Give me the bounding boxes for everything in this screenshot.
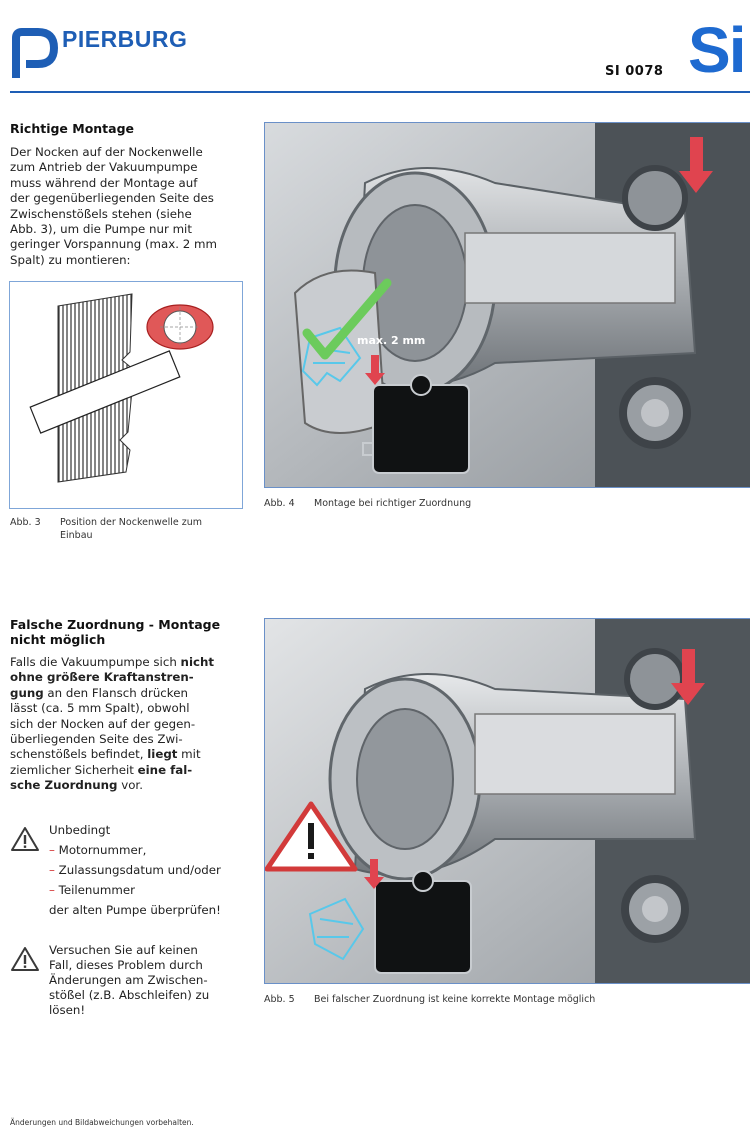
figure-5-photo xyxy=(264,618,750,984)
header-divider xyxy=(10,91,750,93)
text-line: sich der Nocken auf der gegen- xyxy=(10,717,250,732)
caption-line: Einbau xyxy=(60,530,93,541)
text-line: Zwischenstößels stehen (siehe xyxy=(10,206,192,221)
text-line: sche Zuordnung vor. xyxy=(10,778,250,793)
warning-triangle-icon xyxy=(10,946,40,972)
list-item: – Motornummer, xyxy=(49,843,147,857)
warning-title: Unbedingt xyxy=(49,823,111,837)
text-line: Falls die Vakuumpumpe sich nicht xyxy=(10,655,250,670)
text-span: mit xyxy=(177,747,201,762)
text-bold: eine fal- xyxy=(137,762,193,777)
section-heading-correct-assembly: Richtige Montage xyxy=(10,121,135,136)
text-span: an den Flansch drücken xyxy=(43,685,188,700)
text-bold: liegt xyxy=(147,747,178,762)
document-number: SI 0078 xyxy=(605,64,664,79)
text-line: stößel (z.B. Abschleifen) zu xyxy=(49,988,210,1002)
figure-3-label: Abb. 3 xyxy=(10,517,41,528)
warning-end-text: der alten Pumpe überprüfen! xyxy=(49,903,221,917)
list-item-text: Motornummer, xyxy=(58,843,147,857)
heading-line: Falsche Zuordnung - Montage xyxy=(10,617,221,632)
text-line: Abb. 3), um die Pumpe nur mit xyxy=(10,222,192,237)
text-line: Fall, dieses Problem durch xyxy=(49,958,203,972)
text-line: Spalt) zu montieren: xyxy=(10,252,131,267)
list-item: – Teilenummer xyxy=(49,883,135,897)
text-bold: ohne größere Kraftanstren- xyxy=(10,670,194,685)
text-line: ohne größere Kraftanstren- xyxy=(10,670,250,685)
text-span: lässt (ca. 5 mm Spalt), obwohl xyxy=(10,701,190,716)
list-item-text: Teilenummer xyxy=(58,883,135,897)
text-bold: gung xyxy=(10,685,44,700)
text-line: muss während der Montage auf xyxy=(10,175,198,190)
text-span: sich der Nocken auf der gegen- xyxy=(10,716,196,731)
heading-line: nicht möglich xyxy=(10,632,106,647)
text-span: vor. xyxy=(117,778,143,793)
figure-4-label: Abb. 4 xyxy=(264,498,295,509)
list-item: – Zulassungsdatum und/oder xyxy=(49,863,221,877)
fig4-annotation: max. 2 mm xyxy=(357,334,425,347)
pierburg-logo-icon xyxy=(10,28,59,80)
text-line: lässt (ca. 5 mm Spalt), obwohl xyxy=(10,701,250,716)
text-line: gung an den Flansch drücken xyxy=(10,686,250,701)
section-heading-wrong-assignment: Falsche Zuordnung - Montage nicht möglic… xyxy=(10,617,250,647)
text-line: lösen! xyxy=(49,1003,86,1017)
wrong-assignment-text: Falls die Vakuumpumpe sich nicht ohne gr… xyxy=(10,655,250,794)
text-bold: sche Zuordnung xyxy=(10,778,118,793)
list-item-text: Zulassungsdatum und/oder xyxy=(58,863,221,877)
text-line: überliegenden Seite des Zwi- xyxy=(10,732,250,747)
correct-assembly-text: Der Nocken auf der Nockenwelle zum Antri… xyxy=(10,145,250,268)
figure-4-photo: max. 2 mm xyxy=(264,122,750,488)
warning-no-modification: Versuchen Sie auf keinen Fall, dieses Pr… xyxy=(49,943,249,1018)
text-line: schenstößels befindet, liegt mit xyxy=(10,747,250,762)
text-line: Der Nocken auf der Nockenwelle xyxy=(10,145,203,159)
footer-disclaimer: Änderungen und Bildabweichungen vorbehal… xyxy=(10,1118,194,1127)
figure-3-caption: Position der Nockenwelle zum Einbau xyxy=(60,516,245,542)
text-line: ziemlicher Sicherheit eine fal- xyxy=(10,763,250,778)
caption-line: Position der Nockenwelle zum xyxy=(60,517,202,528)
figure-3-camshaft-diagram xyxy=(9,281,243,509)
text-bold: nicht xyxy=(180,655,215,669)
text-span: ziemlicher Sicherheit xyxy=(10,762,138,777)
text-line: Änderungen am Zwischen- xyxy=(49,973,208,987)
brand-name: PIERBURG xyxy=(62,26,188,52)
text-line: geringer Vorspannung (max. 2 mm xyxy=(10,237,217,252)
text-line: zum Antrieb der Vakuumpumpe xyxy=(10,160,198,175)
text-line: Versuchen Sie auf keinen xyxy=(49,943,198,957)
warning-triangle-icon xyxy=(10,826,40,852)
text-span: schenstößels befindet, xyxy=(10,747,148,762)
si-mark: Si xyxy=(688,14,746,86)
text-line: der gegenüberliegenden Seite des xyxy=(10,191,214,206)
figure-5-label: Abb. 5 xyxy=(264,994,295,1005)
figure-5-caption: Bei falscher Zuordnung ist keine korrekt… xyxy=(314,994,596,1005)
warning-check-list: Unbedingt – Motornummer, – Zulassungsdat… xyxy=(49,823,249,918)
text-span: überliegenden Seite des Zwi- xyxy=(10,732,183,747)
text-span: Falls die Vakuumpumpe sich xyxy=(10,655,181,669)
figure-4-caption: Montage bei richtiger Zuordnung xyxy=(314,498,472,509)
